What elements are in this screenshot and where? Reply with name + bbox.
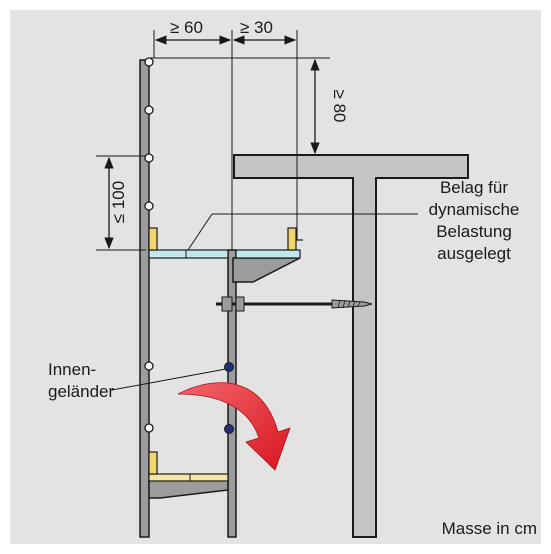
deck-note-line-4: ausgelegt <box>437 244 511 263</box>
inner-rail-label-line-2: geländer <box>48 382 115 401</box>
lower-deck-board <box>148 473 229 482</box>
dim-label-width-1: ≥ 60 <box>170 18 203 37</box>
inner-rail-label-line-1: Innen- <box>48 360 96 379</box>
outer-rail-point-4 <box>144 201 154 211</box>
units-note: Masse in cm <box>442 519 537 538</box>
dim-label-height-top: ≥ 80 <box>330 90 349 123</box>
inner-rail-point-2 <box>224 424 234 434</box>
outer-rail-point-5 <box>144 361 154 371</box>
outer-rail-point-6 <box>144 423 154 433</box>
dim-label-guardrail: ≤ 100 <box>109 181 128 223</box>
outer-rail-point-2 <box>144 105 154 115</box>
leader-line-inner-rail <box>111 368 227 391</box>
lower-toe-board <box>148 451 158 475</box>
upper-toe-board-inner <box>287 227 297 251</box>
upper-toe-board-outer <box>148 227 158 251</box>
anchor-plate-left <box>221 296 233 312</box>
fold-direction-arrow <box>177 382 291 471</box>
outer-rail-point-1 <box>144 57 154 67</box>
building-slab-and-column <box>233 154 469 538</box>
anchor-screw <box>331 299 373 309</box>
inner-rail-point-1 <box>224 362 234 372</box>
upper-deck-board-inner <box>235 249 301 259</box>
anchor-plate-right <box>235 296 245 312</box>
anchor-screw-thread <box>337 299 361 309</box>
outer-rail-point-3 <box>144 153 154 163</box>
outer-scaffold-post <box>139 59 150 538</box>
deck-note-line-3: Belastung <box>436 222 512 241</box>
upper-deck-board-outer <box>148 249 229 259</box>
deck-note-line-2: dynamische <box>429 200 520 219</box>
dim-label-width-2: ≥ 30 <box>240 18 273 37</box>
leader-line-deck <box>187 213 213 251</box>
deck-note-line-1: Belag für <box>440 178 508 197</box>
